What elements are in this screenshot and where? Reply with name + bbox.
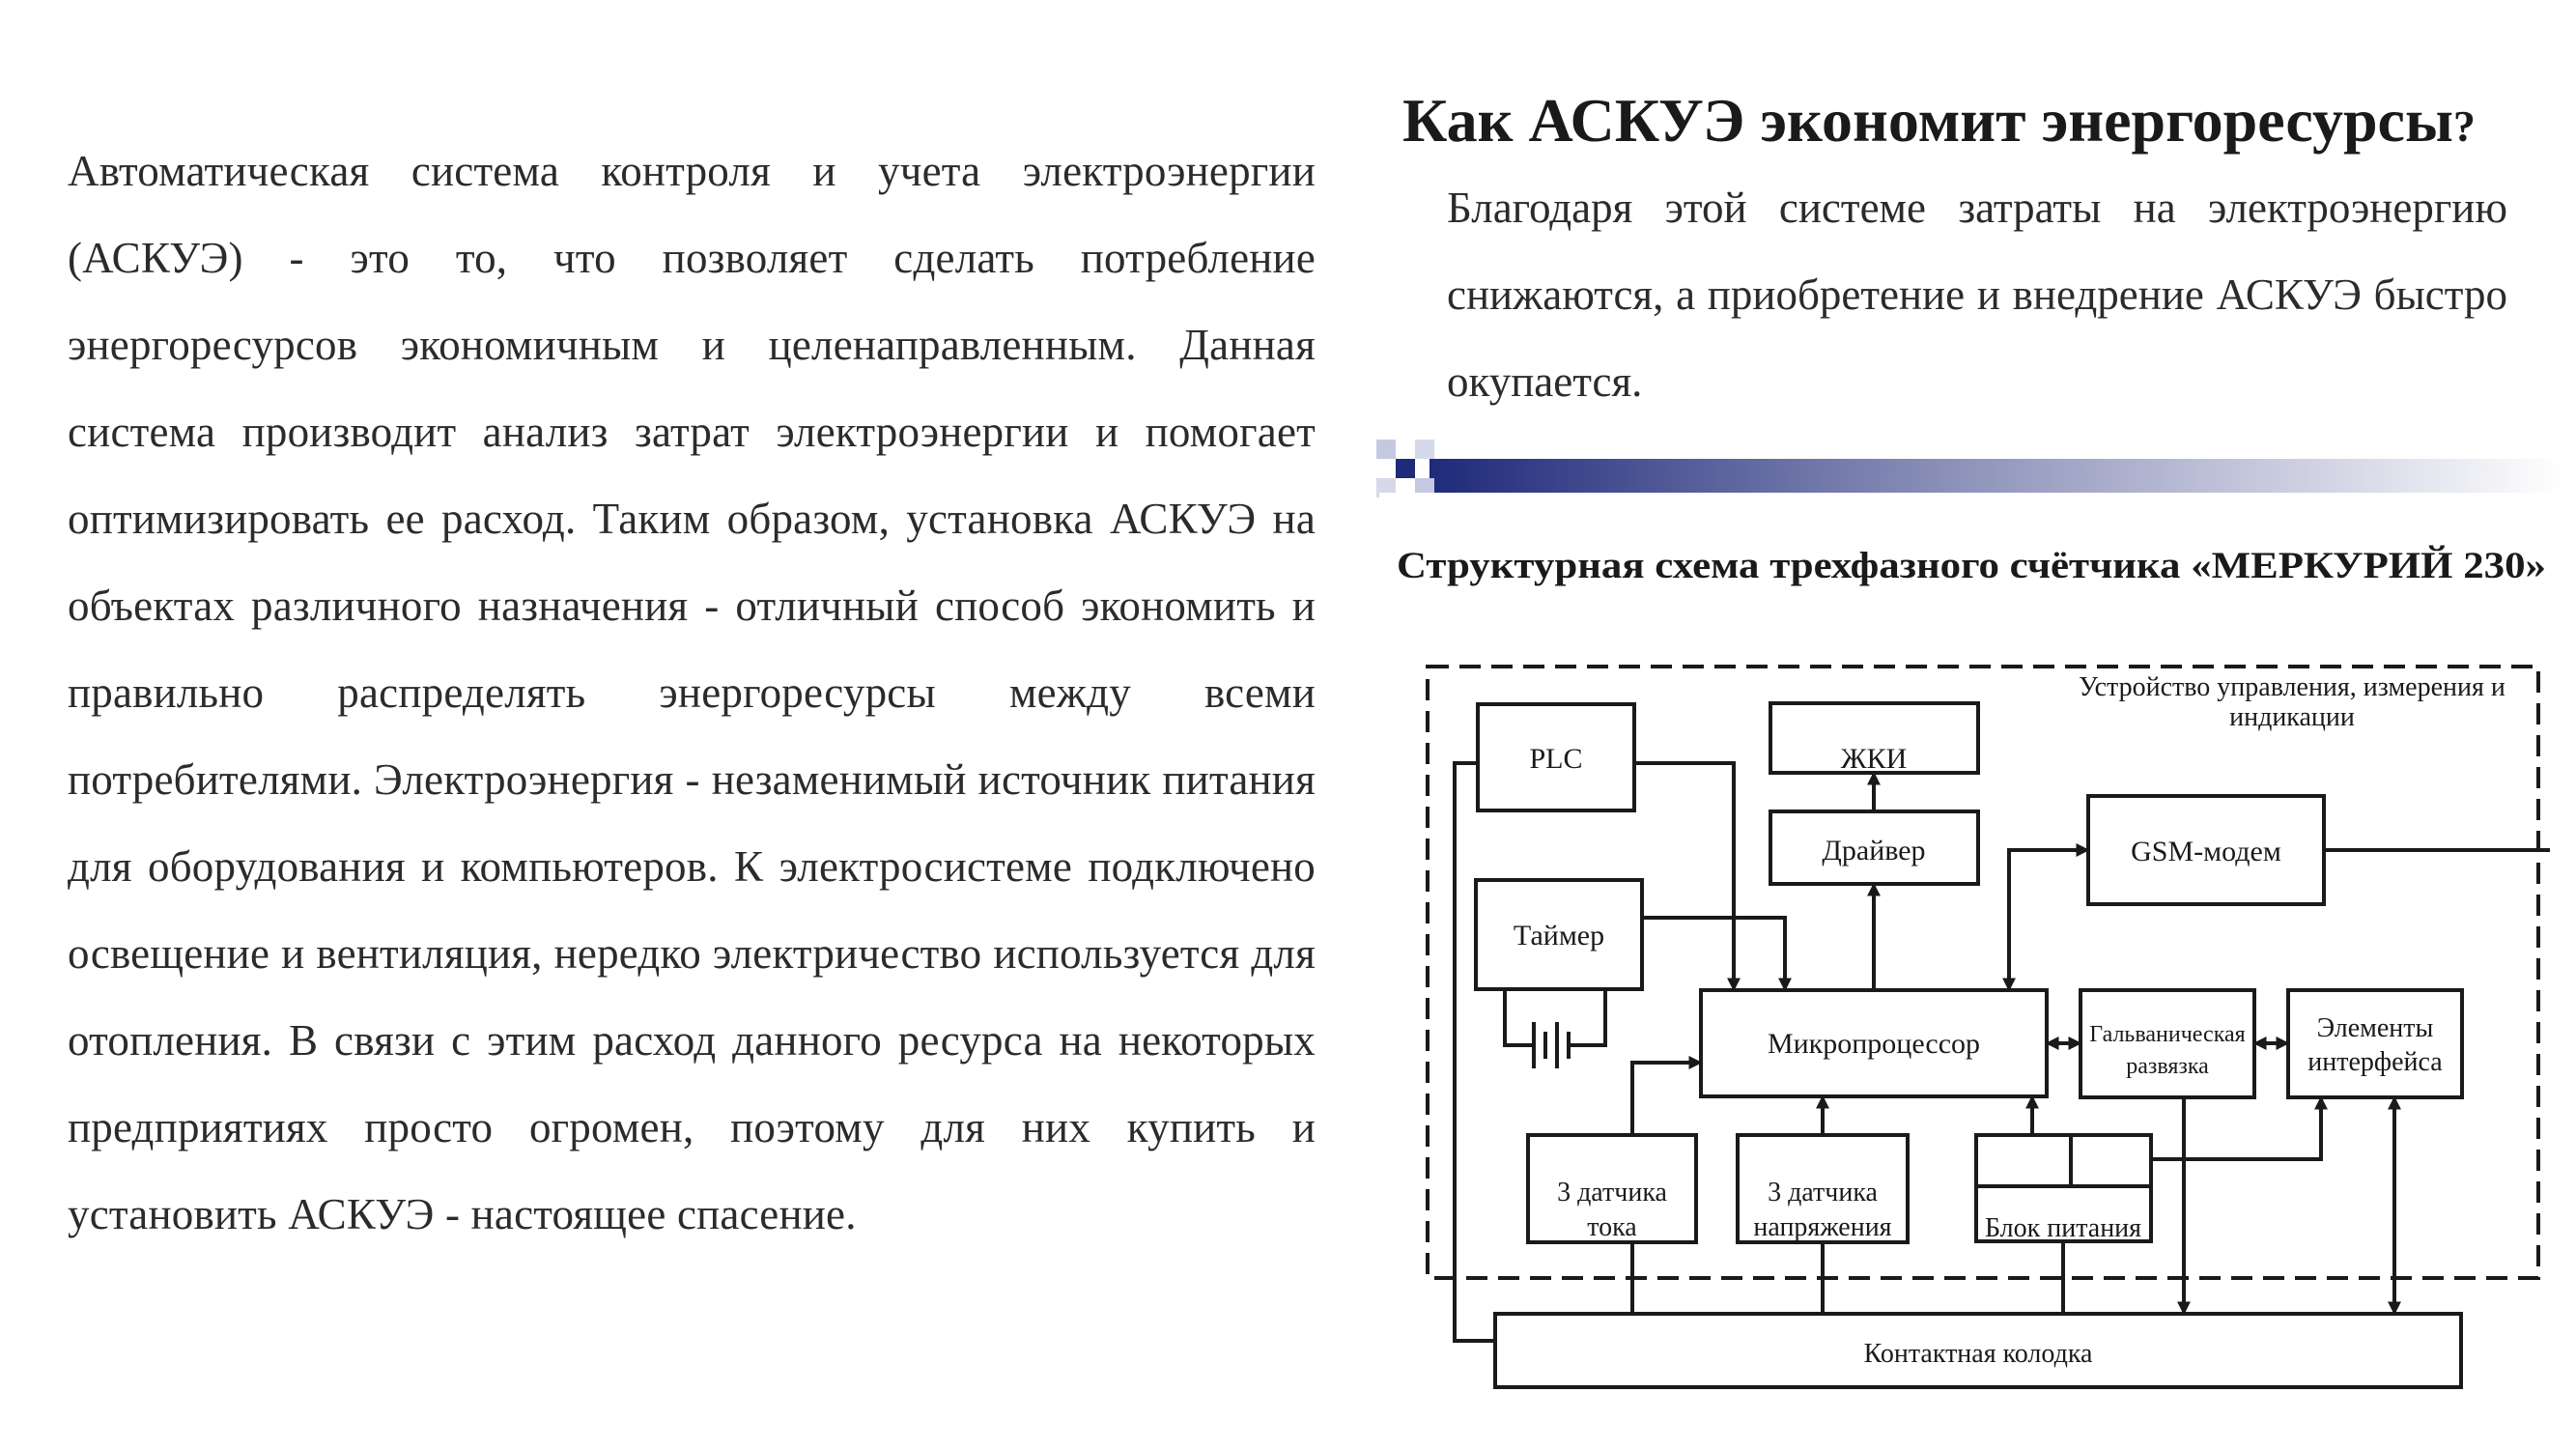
voltage-sensors-block [1736,1133,1910,1244]
current-to-cpu-wire [1630,1056,1703,1135]
driver-block [1769,810,1980,886]
battery-icon [1503,989,1607,1068]
timer-to-cpu-wire [1642,916,1792,992]
power-to-interface-wire [2151,1095,2328,1161]
timer-block [1474,878,1644,991]
control-unit-boundary [1426,665,2540,1280]
timer-label: Таймер [1514,920,1604,952]
plc-block [1476,702,1636,812]
interface-elements-block [2286,988,2464,1099]
gsm-modem-label: GSM-модем [2131,836,2281,867]
cpu-to-gsm-wire [2002,843,2090,992]
lcd-label: ЖКИ [1841,743,1908,775]
voltage-sensors-label: 3 датчика [1768,1178,1878,1208]
heading-question-mark: ? [2452,101,2476,151]
intro-paragraph: Автоматическая система контроля и учета … [68,147,1316,1238]
current-sensors-label: 3 датчика [1557,1178,1667,1208]
control-unit-label: Устройство управления, измерения и [2079,672,2505,702]
diagram-title: Структурная схема трехфазного счётчика «… [1397,544,2546,586]
driver-label: Драйвер [1822,835,1925,867]
control-unit-label-line2: индикации [2229,702,2355,732]
pixel-square [1415,440,1434,459]
interface-elements-label-line2: интерфейса [2307,1047,2443,1077]
terminal-block [1493,1312,2463,1389]
plc-to-cpu-wire [1634,761,1741,992]
plc-label: PLC [1529,743,1582,775]
interface-elements-label: Элементы [2317,1013,2434,1043]
microprocessor-block [1699,988,2049,1098]
galvanic-isolation-label-line2: развязка [2126,1054,2209,1079]
savings-paragraph: Благодаря этой системе затраты на электр… [1447,184,2507,406]
schematic-svg: Структурная схема трехфазного счётчика «… [1397,544,2550,1389]
heading-text: Как АСКУЭ экономит энергоресурсы [1402,86,2453,155]
galvanic-isolation-block [2079,988,2256,1099]
gradient-stripe [1430,459,2564,497]
pixel-square [1376,440,1396,459]
current-sensors-block [1526,1133,1698,1244]
terminal-block-label: Контактная колодка [1864,1339,2093,1369]
meter-block-diagram: Структурная схема трехфазного счётчика «… [1379,493,2560,1449]
current-sensors-label-line2: тока [1587,1212,1637,1242]
power-supply-label: Блок питания [1985,1213,2141,1243]
galvanic-isolation-label: Гальваническая [2089,1022,2245,1047]
microprocessor-label: Микропроцессор [1768,1028,1980,1060]
pixel-square [1396,459,1415,478]
plc-to-terminal-wire [1453,761,1495,1343]
voltage-sensors-label-line2: напряжения [1753,1212,1891,1242]
page-heading: Как АСКУЭ экономит энергоресурсы? [1402,85,2562,156]
connection-lines [1453,761,2550,1343]
